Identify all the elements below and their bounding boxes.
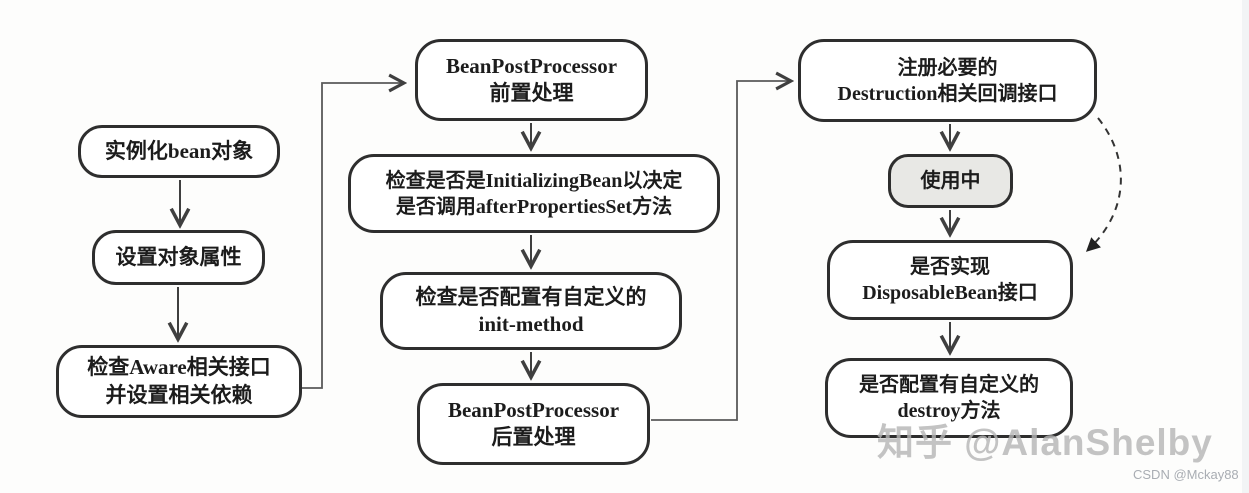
node-check-destroy-method: 是否配置有自定义的 destroy方法 (825, 358, 1073, 438)
node-label-line1: BeanPostProcessor (447, 397, 620, 422)
node-label: 使用中 (920, 170, 981, 192)
node-label: 实例化bean对象 (104, 138, 254, 163)
node-bpp-post: BeanPostProcessor 后置处理 (417, 383, 650, 465)
dashed-arrow-register-destruction-to-check-disposable (1085, 117, 1122, 252)
node-check-init-method: 检查是否配置有自定义的 init-method (380, 272, 682, 350)
node-label-line2: 前置处理 (489, 81, 574, 105)
node-label-line1: 注册必要的 (897, 56, 998, 79)
node-instantiate-bean: 实例化bean对象 (78, 125, 280, 178)
connector-bpp-post-to-register-destruction (651, 81, 789, 421)
node-label: 设置对象属性 (115, 244, 242, 269)
page-edge-strip (1242, 0, 1249, 493)
node-bpp-pre: BeanPostProcessor 前置处理 (415, 39, 648, 121)
node-label-line1: 检查是否配置有自定义的 (415, 284, 647, 309)
node-label-line1: 是否实现 (910, 256, 990, 278)
node-label-line2: 并设置相关依赖 (105, 382, 253, 407)
node-label-line2: Destruction相关回调接口 (837, 82, 1058, 105)
node-label-line1: 检查是否是InitializingBean以决定 (385, 169, 683, 192)
node-in-use: 使用中 (888, 154, 1013, 208)
node-check-disposablebean: 是否实现 DisposableBean接口 (827, 240, 1073, 320)
node-label-line1: 是否配置有自定义的 (859, 374, 1039, 396)
node-label-line2: DisposableBean接口 (862, 282, 1038, 304)
node-label-line1: BeanPostProcessor (445, 53, 618, 78)
node-label-line2: 是否调用afterPropertiesSet方法 (395, 195, 673, 218)
watermark-zhihu: 知乎 @AlanShelby (877, 422, 1213, 463)
node-set-properties: 设置对象属性 (92, 230, 265, 285)
watermark-csdn: CSDN @Mckay88 (1133, 467, 1239, 482)
node-register-destruction: 注册必要的 Destruction相关回调接口 (798, 39, 1097, 122)
node-check-initializingbean: 检查是否是InitializingBean以决定 是否调用afterProper… (348, 154, 720, 233)
node-label-line2: destroy方法 (897, 400, 1001, 422)
node-label-line1: 检查Aware相关接口 (87, 355, 271, 380)
node-check-aware: 检查Aware相关接口 并设置相关依赖 (56, 345, 302, 418)
connector-check-aware-to-bpp-pre (302, 83, 402, 389)
node-label-line2: init-method (478, 312, 584, 336)
node-label-line2: 后置处理 (491, 425, 576, 449)
